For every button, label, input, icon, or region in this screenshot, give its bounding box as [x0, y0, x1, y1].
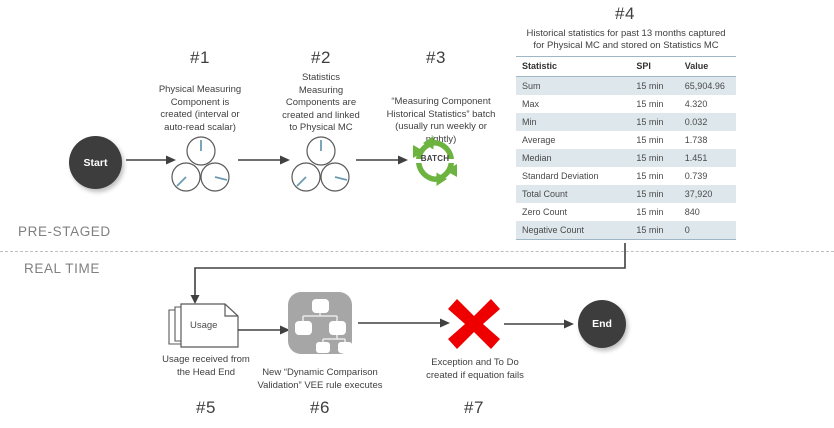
- cell-statistic: Negative Count: [516, 221, 631, 240]
- arrow-usage-to-vee: [238, 325, 290, 335]
- cell-value: 1.738: [678, 131, 736, 149]
- table-row: Median 15 min 1.451: [516, 149, 736, 167]
- cell-statistic: Average: [516, 131, 631, 149]
- vee-rule-icon: [288, 292, 352, 354]
- lane-label-pre-staged: PRE-STAGED: [18, 224, 111, 239]
- start-node[interactable]: Start: [69, 136, 122, 189]
- cell-spi: 15 min: [630, 131, 679, 149]
- cell-value: 65,904.96: [678, 76, 736, 95]
- step-3-caption: “Measuring Component Historical Statisti…: [386, 96, 496, 145]
- table-row: Max 15 min 4.320: [516, 95, 736, 113]
- arrow-exception-to-end: [504, 319, 574, 329]
- arrow-start-to-step1: [126, 155, 176, 165]
- cell-statistic: Min: [516, 113, 631, 131]
- statistics-table-block: Historical statistics for past 13 months…: [516, 28, 736, 240]
- cell-statistic: Total Count: [516, 185, 631, 203]
- table-row: Average 15 min 1.738: [516, 131, 736, 149]
- cell-spi: 15 min: [630, 149, 679, 167]
- arrow-vee-to-exception: [358, 318, 450, 328]
- table-header-value: Value: [678, 56, 736, 77]
- cell-value: 840: [678, 203, 736, 221]
- lane-label-real-time: REAL TIME: [24, 261, 100, 276]
- usage-label: Usage: [190, 320, 218, 331]
- step-1-caption: Physical Measuring Component is created …: [158, 84, 242, 133]
- cell-spi: 15 min: [630, 167, 679, 185]
- step-2-caption: Statistics Measuring Components are crea…: [282, 72, 360, 133]
- cell-statistic: Max: [516, 95, 631, 113]
- step-number-1: #1: [190, 48, 210, 67]
- table-header-row: Statistic SPI Value: [516, 56, 736, 77]
- statistics-table: Statistic SPI Value Sum 15 min 65,904.96…: [516, 56, 736, 240]
- arrow-step1-to-step2: [238, 155, 290, 165]
- cell-value: 37,920: [678, 185, 736, 203]
- cell-spi: 15 min: [630, 76, 679, 95]
- statistics-table-title-line1: Historical statistics for past 13 months…: [526, 28, 726, 39]
- table-header-statistic: Statistic: [516, 56, 631, 77]
- table-row: Standard Deviation 15 min 0.739: [516, 167, 736, 185]
- lane-divider: [0, 251, 834, 252]
- cell-statistic: Sum: [516, 76, 631, 95]
- exception-error-icon: [448, 299, 500, 349]
- usage-document-stack-icon: [168, 303, 239, 348]
- step-number-6: #6: [310, 398, 330, 417]
- cell-value: 4.320: [678, 95, 736, 113]
- table-row: Negative Count 15 min 0: [516, 221, 736, 240]
- cell-value: 0.739: [678, 167, 736, 185]
- step-6-caption: New “Dynamic Comparison Validation” VEE …: [257, 367, 383, 391]
- batch-label: BATCH: [420, 154, 450, 163]
- arrow-step2-to-step3: [356, 155, 408, 165]
- physical-measuring-component-icon: [171, 136, 230, 192]
- table-row: Sum 15 min 65,904.96: [516, 76, 736, 95]
- table-header-spi: SPI: [630, 56, 679, 77]
- step-number-3: #3: [426, 48, 446, 67]
- statistics-table-title-line2: for Physical MC and stored on Statistics…: [533, 40, 719, 51]
- step-number-2: #2: [311, 48, 331, 67]
- table-row: Zero Count 15 min 840: [516, 203, 736, 221]
- step-number-4: #4: [615, 4, 635, 23]
- cell-spi: 15 min: [630, 95, 679, 113]
- batch-process-icon: BATCH: [409, 135, 461, 187]
- connector-table-to-usage: [190, 243, 626, 304]
- step-number-5: #5: [196, 398, 216, 417]
- statistics-measuring-component-icon: [291, 136, 350, 192]
- table-row: Total Count 15 min 37,920: [516, 185, 736, 203]
- step-5-caption: Usage received from the Head End: [162, 354, 250, 378]
- cell-spi: 15 min: [630, 185, 679, 203]
- table-body: Sum 15 min 65,904.96 Max 15 min 4.320 Mi…: [516, 76, 736, 240]
- table-row: Min 15 min 0.032: [516, 113, 736, 131]
- cell-spi: 15 min: [630, 113, 679, 131]
- cell-value: 0: [678, 221, 736, 240]
- cell-spi: 15 min: [630, 203, 679, 221]
- end-node[interactable]: End: [578, 300, 626, 348]
- cell-value: 1.451: [678, 149, 736, 167]
- cell-statistic: Standard Deviation: [516, 167, 631, 185]
- step-number-7: #7: [464, 398, 484, 417]
- cell-value: 0.032: [678, 113, 736, 131]
- cell-statistic: Zero Count: [516, 203, 631, 221]
- cell-statistic: Median: [516, 149, 631, 167]
- step-7-caption: Exception and To Do created if equation …: [426, 357, 524, 381]
- cell-spi: 15 min: [630, 221, 679, 240]
